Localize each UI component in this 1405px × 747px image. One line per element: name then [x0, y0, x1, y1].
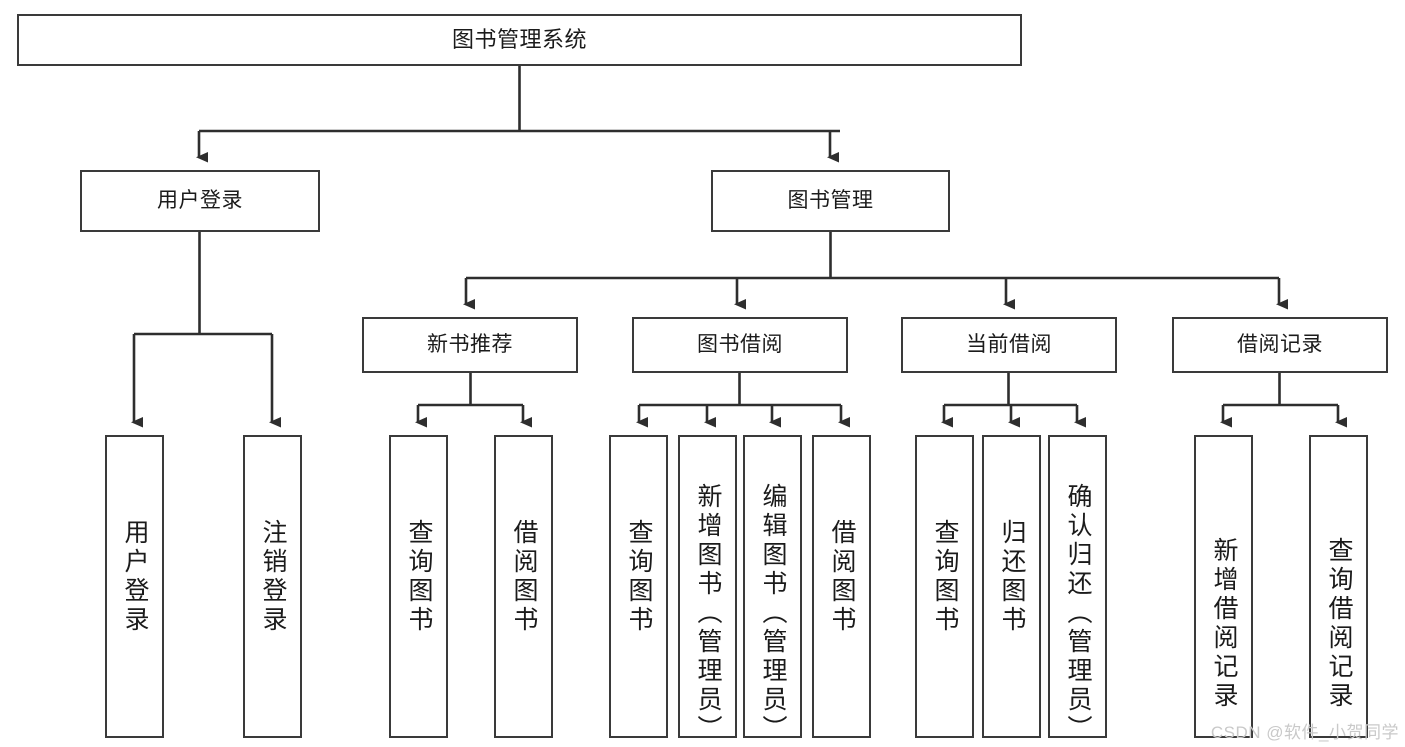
- node-label: 注销登录: [259, 519, 287, 635]
- leaf-borrow-edit-book-admin[interactable]: 编辑图书（管理员）: [743, 435, 802, 744]
- leaf-current-confirm-return-admin[interactable]: 确认归还（管理员）: [1048, 435, 1107, 744]
- leaf-user-login[interactable]: 用户登录: [105, 435, 164, 738]
- node-book-borrow[interactable]: 图书借阅: [632, 317, 848, 373]
- node-label: 查询图书: [931, 519, 959, 635]
- leaf-borrow-add-book-admin[interactable]: 新增图书（管理员）: [678, 435, 737, 744]
- leaf-recommend-borrow-book[interactable]: 借阅图书: [494, 435, 553, 738]
- node-current-borrow[interactable]: 当前借阅: [901, 317, 1117, 373]
- leaf-recommend-query-book[interactable]: 查询图书: [389, 435, 448, 738]
- node-label: 查询图书: [405, 519, 433, 635]
- node-label: 图书借阅: [697, 332, 783, 356]
- node-root-system[interactable]: 图书管理系统: [17, 14, 1022, 66]
- node-label: 用户登录: [121, 519, 149, 635]
- watermark-text: CSDN @软件_小贺同学: [1210, 723, 1399, 742]
- leaf-current-query-book[interactable]: 查询图书: [915, 435, 974, 738]
- node-label: 确认归还（管理员）: [1064, 483, 1092, 744]
- node-label: 借阅图书: [828, 519, 856, 635]
- leaf-borrow-borrow-book[interactable]: 借阅图书: [812, 435, 871, 738]
- node-label: 图书管理系统: [451, 27, 587, 53]
- node-label: 查询借阅记录: [1325, 537, 1353, 711]
- node-label: 归还图书: [998, 519, 1026, 635]
- leaf-current-return-book[interactable]: 归还图书: [982, 435, 1041, 738]
- node-label: 当前借阅: [966, 332, 1052, 356]
- node-label: 借阅记录: [1237, 332, 1323, 356]
- node-user-login[interactable]: 用户登录: [80, 170, 320, 232]
- node-label: 查询图书: [625, 519, 653, 635]
- node-label: 编辑图书（管理员）: [759, 483, 787, 744]
- node-label: 新增借阅记录: [1210, 537, 1238, 711]
- leaf-logout[interactable]: 注销登录: [243, 435, 302, 738]
- node-label: 借阅图书: [510, 519, 538, 635]
- node-book-management[interactable]: 图书管理: [711, 170, 950, 232]
- leaf-record-add-borrow-record[interactable]: 新增借阅记录: [1194, 435, 1253, 738]
- node-label: 新书推荐: [427, 332, 513, 356]
- leaf-borrow-query-book[interactable]: 查询图书: [609, 435, 668, 738]
- node-label: 图书管理: [787, 188, 874, 212]
- node-new-book-recommend[interactable]: 新书推荐: [362, 317, 578, 373]
- node-label: 新增图书（管理员）: [694, 483, 722, 744]
- node-borrow-record[interactable]: 借阅记录: [1172, 317, 1388, 373]
- leaf-record-query-borrow-record[interactable]: 查询借阅记录: [1309, 435, 1368, 738]
- node-label: 用户登录: [157, 188, 243, 212]
